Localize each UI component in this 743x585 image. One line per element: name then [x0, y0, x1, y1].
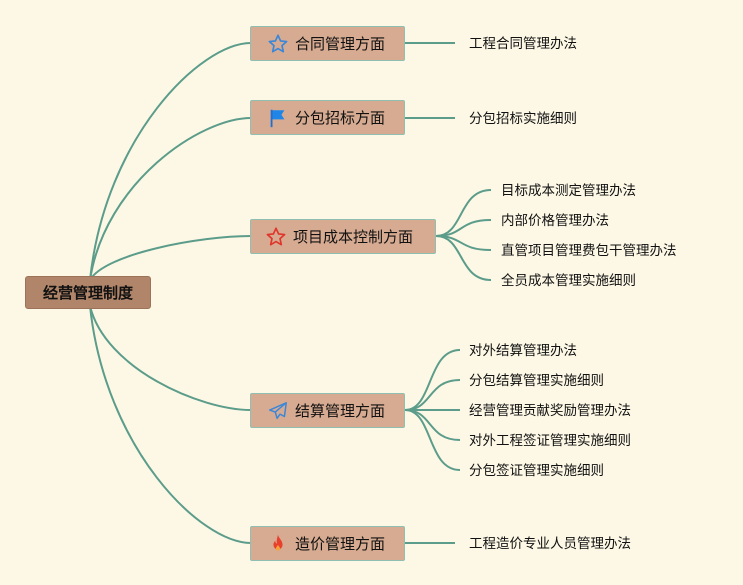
leaf-item[interactable]: 内部价格管理办法	[501, 213, 609, 229]
star-outline-blue-icon	[267, 33, 289, 55]
leaf-item[interactable]: 对外工程签证管理实施细则	[469, 433, 631, 449]
root-to-branch-connector	[89, 235, 252, 281]
branch-to-leaf-connector	[435, 189, 492, 237]
flag-icon	[267, 107, 289, 129]
branch-settlement-management[interactable]: 结算管理方面	[250, 393, 405, 428]
root-to-branch-connector	[89, 305, 252, 411]
leaf-item[interactable]: 目标成本测定管理办法	[501, 183, 636, 199]
root-to-branch-connector	[89, 42, 252, 281]
branch-to-leaf-connector	[404, 379, 461, 411]
branch-label: 造价管理方面	[295, 535, 386, 553]
leaf-item[interactable]: 工程造价专业人员管理办法	[469, 536, 631, 552]
branch-label: 分包招标方面	[295, 109, 386, 127]
leaf-item[interactable]: 分包结算管理实施细则	[469, 373, 604, 389]
branch-to-leaf-connector	[404, 349, 461, 411]
star-outline-red-icon	[265, 226, 287, 248]
root-label: 经营管理制度	[42, 284, 133, 302]
fire-icon	[267, 533, 289, 555]
branch-project-cost-control[interactable]: 项目成本控制方面	[250, 219, 436, 254]
leaf-item[interactable]: 经营管理贡献奖励管理办法	[469, 403, 631, 419]
branch-to-leaf-connector	[404, 409, 461, 471]
branch-cost-pricing-management[interactable]: 造价管理方面	[250, 526, 405, 561]
branch-label: 合同管理方面	[295, 35, 386, 53]
paper-plane-icon	[267, 400, 289, 422]
root-to-branch-connector	[89, 117, 252, 281]
leaf-item[interactable]: 分包招标实施细则	[469, 111, 577, 127]
leaf-item[interactable]: 工程合同管理办法	[469, 36, 577, 52]
root-to-branch-connector	[89, 305, 252, 544]
leaf-item[interactable]: 直管项目管理费包干管理办法	[501, 243, 677, 259]
branch-subcontract-bidding[interactable]: 分包招标方面	[250, 100, 405, 135]
root-node[interactable]: 经营管理制度	[25, 276, 151, 309]
leaf-item[interactable]: 全员成本管理实施细则	[501, 273, 636, 289]
branch-to-leaf-connector	[435, 235, 492, 281]
branch-label: 结算管理方面	[295, 402, 386, 420]
leaf-item[interactable]: 对外结算管理办法	[469, 343, 577, 359]
branch-to-leaf-connector	[404, 409, 461, 441]
branch-contract-management[interactable]: 合同管理方面	[250, 26, 405, 61]
branch-label: 项目成本控制方面	[293, 228, 414, 246]
leaf-item[interactable]: 分包签证管理实施细则	[469, 463, 604, 479]
